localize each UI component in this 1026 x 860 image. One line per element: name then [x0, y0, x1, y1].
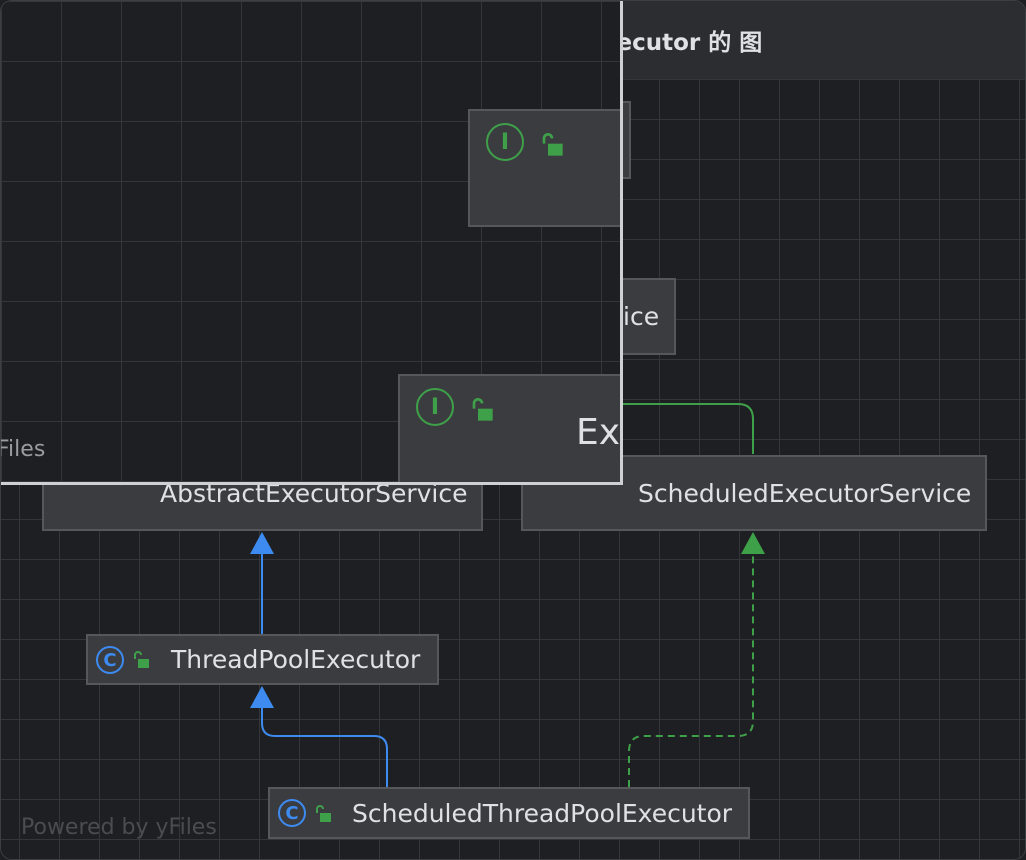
edge-tpe-to-aes-arrow: [250, 532, 274, 554]
unlocked-icon: [542, 133, 563, 156]
interface-icon: I: [486, 123, 524, 161]
overview-node-interface[interactable]: I: [468, 109, 620, 227]
edge-stpe-to-ses: [628, 553, 754, 787]
edge-stpe-to-ses-arrow: [741, 532, 765, 554]
yfiles-watermark: Powered by yFiles: [21, 815, 217, 840]
node-scheduled-executor-service-label: ScheduledExecutorService: [638, 478, 972, 508]
node-scheduled-thread-pool-executor-label: ScheduledThreadPoolExecutor: [352, 798, 733, 828]
interface-icon: I: [416, 388, 454, 426]
overview-node-executor-label: Ex: [576, 412, 621, 453]
edge-stpe-to-tpe: [261, 708, 388, 787]
node-thread-pool-executor[interactable]: C ThreadPoolExecutor: [86, 634, 439, 685]
class-icon: C: [96, 646, 124, 674]
edge-ses-to-executor: [621, 403, 754, 454]
overview-panel[interactable]: I I Ex Files: [1, 1, 623, 485]
node-partial-service-label: ice: [623, 302, 660, 331]
class-icon: C: [278, 799, 306, 827]
edge-stpe-to-tpe-arrow: [250, 686, 274, 708]
node-thread-pool-executor-label: ThreadPoolExecutor: [171, 645, 421, 674]
overview-node-executor[interactable]: I Ex: [398, 374, 621, 482]
unlocked-icon: [134, 651, 149, 668]
overview-label: Files: [1, 437, 46, 462]
unlocked-icon: [316, 805, 331, 822]
node-scheduled-executor-service[interactable]: ScheduledExecutorService: [521, 455, 987, 531]
unlocked-icon: [472, 398, 493, 421]
node-scheduled-thread-pool-executor[interactable]: C ScheduledThreadPoolExecutor: [268, 787, 750, 839]
